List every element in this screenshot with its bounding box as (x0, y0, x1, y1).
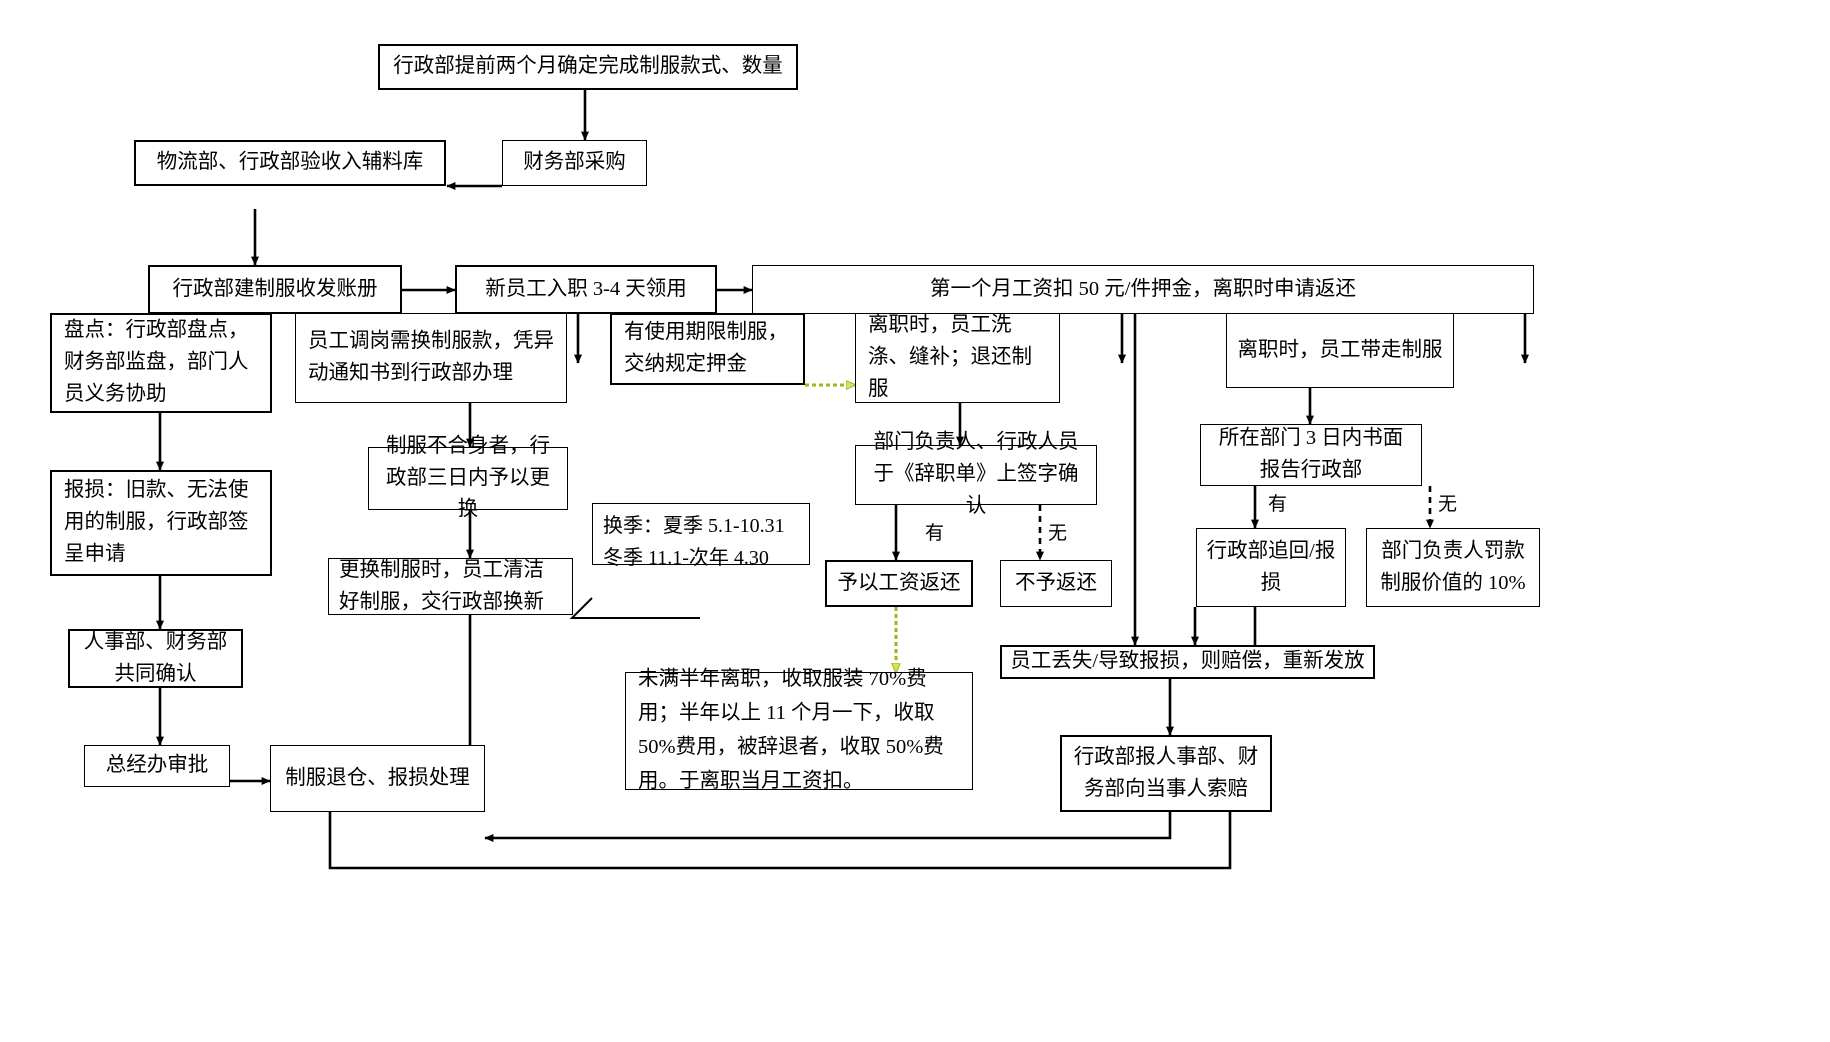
node-hr-finance-confirm[interactable]: 人事部、财务部共同确认 (68, 629, 243, 688)
node-no-refund[interactable]: 不予返还 (1000, 560, 1112, 607)
node-gm-office-approval[interactable]: 总经办审批 (84, 745, 230, 787)
branch-label-wu-far: 无 (1438, 494, 1458, 515)
branch-label-you-right: 有 (1268, 494, 1288, 515)
node-admin-report-claim[interactable]: 行政部报人事部、财务部向当事人索赔 (1060, 735, 1272, 812)
node-finance-purchase[interactable]: 财务部采购 (502, 140, 647, 186)
node-report-loss-apply[interactable]: 报损：旧款、无法使用的制服，行政部签呈申请 (50, 470, 272, 576)
node-admin-decide-style-qty[interactable]: 行政部提前两个月确定完成制服款式、数量 (378, 44, 798, 90)
node-admin-recover-or-loss[interactable]: 行政部追回/报损 (1196, 528, 1346, 607)
node-stocktaking[interactable]: 盘点：行政部盘点，财务部监盘，部门人员义务协助 (50, 313, 272, 413)
node-first-month-deposit[interactable]: 第一个月工资扣 50 元/件押金，离职时申请返还 (752, 265, 1534, 314)
node-uniform-return-loss-handle[interactable]: 制服退仓、报损处理 (270, 745, 485, 812)
node-resign-take-uniform[interactable]: 离职时，员工带走制服 (1226, 313, 1454, 388)
node-season-change-note[interactable]: 换季：夏季 5.1-10.31 冬季 11.1-次年 4.30 (592, 503, 810, 569)
node-dept-written-report[interactable]: 所在部门 3 日内书面报告行政部 (1200, 424, 1422, 486)
node-resign-fee-policy[interactable]: 未满半年离职，收取服装 70%费用；半年以上 11 个月一下，收取 50%费用，… (625, 668, 973, 792)
node-limited-period-uniform[interactable]: 有使用期限制服，交纳规定押金 (610, 313, 805, 385)
node-employee-loss-compensate[interactable]: 员工丢失/导致报损，则赔偿，重新发放 (1000, 645, 1375, 679)
node-transfer-change-uniform[interactable]: 员工调岗需换制服款，凭异动通知书到行政部办理 (295, 313, 567, 403)
node-replace-clean-exchange[interactable]: 更换制服时，员工清洁好制服，交行政部换新 (328, 558, 573, 615)
node-refund-from-salary[interactable]: 予以工资返还 (825, 560, 973, 607)
node-resign-wash-return[interactable]: 离职时，员工洗涤、缝补；退还制服 (855, 313, 1060, 403)
node-new-employee-receive[interactable]: 新员工入职 3-4 天领用 (455, 265, 717, 314)
branch-label-you-left: 有 (925, 523, 945, 544)
node-resign-form-signature[interactable]: 部门负责人、行政人员于《辞职单》上签字确认 (855, 431, 1097, 517)
node-logistics-admin-accept[interactable]: 物流部、行政部验收入辅料库 (134, 140, 446, 186)
node-uniform-not-fit-replace[interactable]: 制服不合身者，行政部三日内予以更换 (368, 435, 568, 520)
branch-label-wu-right: 无 (1048, 523, 1068, 544)
node-dept-head-penalty[interactable]: 部门负责人罚款制服价值的 10% (1366, 528, 1540, 607)
node-admin-build-ledger[interactable]: 行政部建制服收发账册 (148, 265, 402, 314)
